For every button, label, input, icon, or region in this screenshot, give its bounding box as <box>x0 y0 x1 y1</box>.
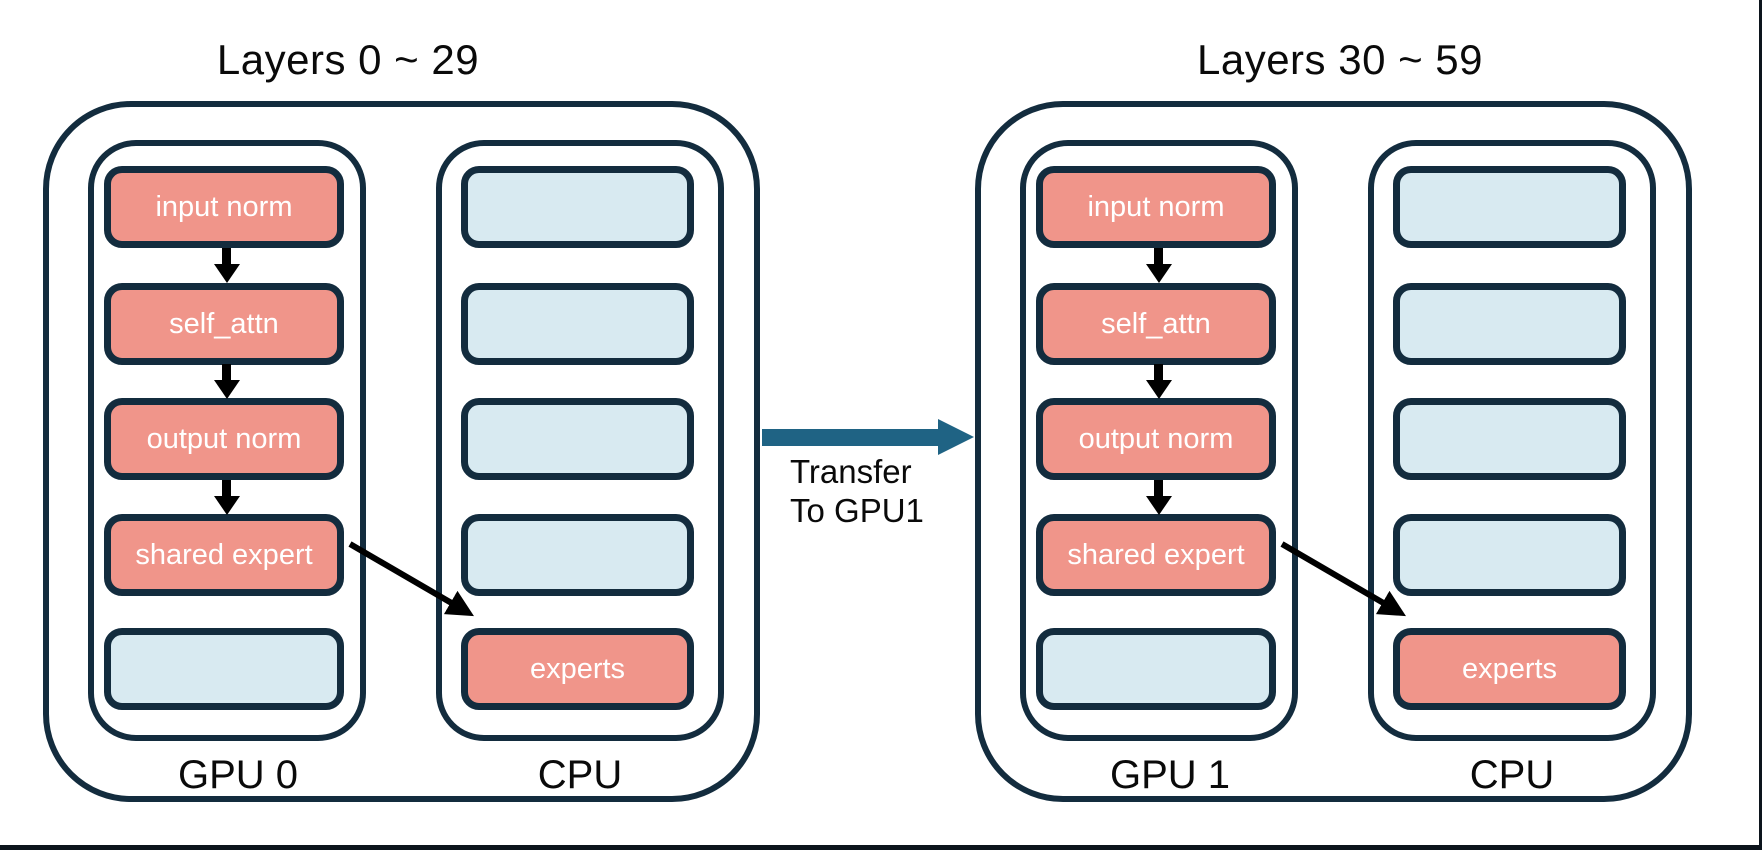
block-experts: experts <box>461 628 694 710</box>
arrow-down-icon <box>1146 248 1172 283</box>
gpu1-label: GPU 1 <box>1109 753 1231 797</box>
block-empty-cpu-slot <box>461 514 694 596</box>
transfer-label-line1: Transfer <box>790 453 912 490</box>
block-empty-cpu-slot <box>1393 398 1626 480</box>
block-self-attn: self_attn <box>1036 283 1276 365</box>
bottom-edge-line <box>0 845 1762 850</box>
transfer-label: Transfer To GPU1 <box>790 452 924 530</box>
arrow-down-icon <box>1146 364 1172 399</box>
block-empty-cpu-slot <box>461 398 694 480</box>
gpu0-label: GPU 0 <box>177 753 299 797</box>
block-self-attn: self_attn <box>104 283 344 365</box>
arrow-down-icon <box>214 248 240 283</box>
block-empty-cpu-slot <box>1393 166 1626 248</box>
block-empty-cpu-slot <box>461 283 694 365</box>
transfer-label-line2: To GPU1 <box>790 492 924 529</box>
layer-group-30-59: input norm self_attn output norm shared … <box>975 101 1692 802</box>
block-input-norm: input norm <box>104 166 344 248</box>
transfer-arrow-head <box>938 419 974 455</box>
cpu-label-right: CPU <box>1469 753 1555 797</box>
block-empty-cpu-slot <box>1393 283 1626 365</box>
transfer-arrow-shaft <box>762 429 939 446</box>
arrow-down-icon <box>214 480 240 515</box>
block-empty-gpu-slot <box>1036 628 1276 710</box>
arrow-down-icon <box>214 364 240 399</box>
cpu-label-left: CPU <box>537 753 623 797</box>
group-title-layers-0-29: Layers 0 ~ 29 <box>216 36 480 83</box>
block-shared-expert: shared expert <box>1036 514 1276 596</box>
block-input-norm: input norm <box>1036 166 1276 248</box>
right-edge-line <box>1759 0 1762 850</box>
shared-expert-to-experts-arrow <box>1280 541 1407 617</box>
arrow-down-icon <box>1146 480 1172 515</box>
block-empty-cpu-slot <box>461 166 694 248</box>
block-empty-cpu-slot <box>1393 514 1626 596</box>
block-shared-expert: shared expert <box>104 514 344 596</box>
block-experts: experts <box>1393 628 1626 710</box>
layer-group-0-29: input norm self_attn output norm shared … <box>43 101 760 802</box>
group-title-layers-30-59: Layers 30 ~ 59 <box>1196 36 1484 83</box>
block-output-norm: output norm <box>1036 398 1276 480</box>
block-output-norm: output norm <box>104 398 344 480</box>
block-empty-gpu-slot <box>104 628 344 710</box>
shared-expert-to-experts-arrow <box>348 541 475 617</box>
